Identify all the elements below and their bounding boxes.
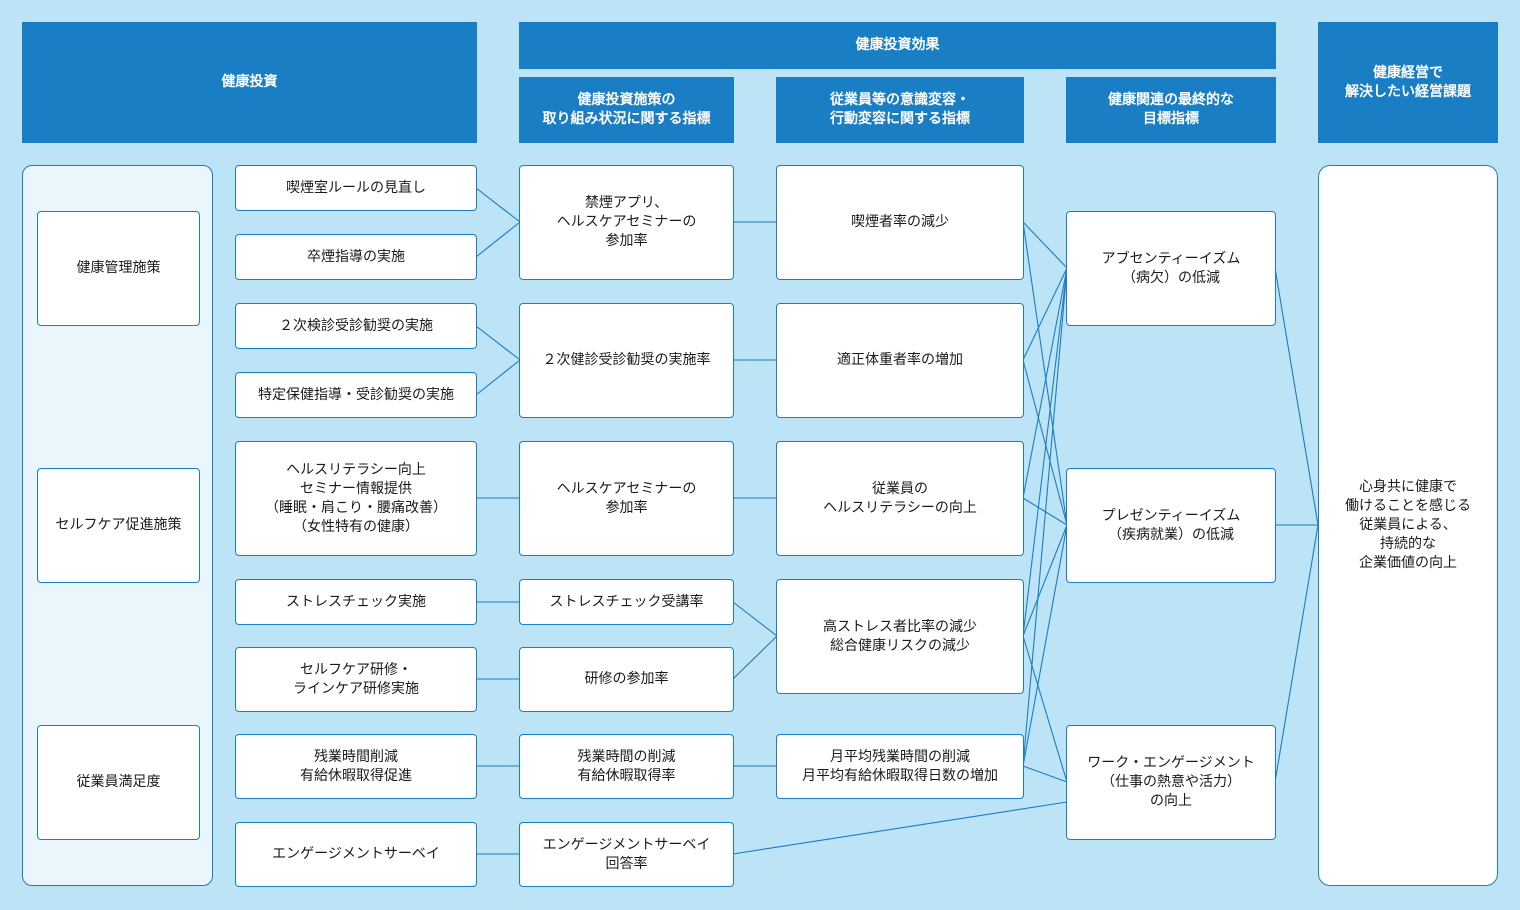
connector: [1022, 765, 1068, 783]
header-kenko-toshi: 健康投資: [22, 22, 477, 143]
connector: [1022, 267, 1068, 767]
connector: [475, 187, 521, 223]
final-goal-box: プレゼンティーイズム （疾病就業）の低減: [1066, 468, 1276, 583]
measure-box: ストレスチェック実施: [235, 579, 477, 625]
measure-box: エンゲージメントサーベイ: [235, 822, 477, 887]
header-initiative-indicators: 健康投資施策の 取り組み状況に関する指標: [519, 77, 734, 143]
final-goal-box: ワーク・エンゲージメント （仕事の熱意や活力） の向上: [1066, 725, 1276, 840]
connector: [732, 635, 778, 680]
header-final-goals: 健康関連の最終的な 目標指標: [1066, 77, 1276, 143]
behavior-indicator-box: 月平均残業時間の削減 月平均有給休暇取得日数の増加: [776, 734, 1024, 799]
connector: [1022, 267, 1068, 361]
category-employee-satisfaction: 従業員満足度: [37, 725, 200, 840]
final-goal-box: アブセンティーイズム （病欠）の低減: [1066, 211, 1276, 326]
initiative-indicator-box: 残業時間の削減 有給休暇取得率: [519, 734, 734, 799]
connector: [1022, 221, 1068, 526]
behavior-indicator-box: 高ストレス者比率の減少 総合健康リスクの減少: [776, 579, 1024, 694]
measure-box: ２次検診受診勧奨の実施: [235, 303, 477, 349]
business-issue-box: 心身共に健康で 働けることを感じる 従業員による、 持続的な 企業価値の向上: [1318, 165, 1498, 886]
connector: [732, 601, 778, 637]
connector: [732, 801, 1068, 855]
behavior-indicator-box: 従業員の ヘルスリテラシーの向上: [776, 441, 1024, 556]
connector: [1022, 635, 1068, 783]
initiative-indicator-box: エンゲージメントサーベイ 回答率: [519, 822, 734, 887]
connector: [1022, 267, 1068, 637]
connector: [1022, 221, 1068, 269]
connector: [475, 359, 521, 396]
measure-box: 特定保健指導・受診勧奨の実施: [235, 372, 477, 418]
header-business-issue: 健康経営で 解決したい経営課題: [1318, 22, 1498, 143]
measure-box: 卒煙指導の実施: [235, 234, 477, 280]
measure-box: ヘルスリテラシー向上 セミナー情報提供 （睡眠・肩こり・腰痛改善） （女性特有の…: [235, 441, 477, 556]
category-selfcare: セルフケア促進施策: [37, 468, 200, 583]
initiative-indicator-box: 禁煙アプリ、 ヘルスケアセミナーの 参加率: [519, 165, 734, 280]
measure-box: 喫煙室ルールの見直し: [235, 165, 477, 211]
connector: [475, 221, 521, 258]
connector: [1274, 267, 1319, 526]
header-behavior-indicators: 従業員等の意識変容・ 行動変容に関する指標: [776, 77, 1024, 143]
header-kenko-toshi-koka: 健康投資効果: [519, 22, 1276, 69]
initiative-indicator-box: ヘルスケアセミナーの 参加率: [519, 441, 734, 556]
initiative-indicator-box: ストレスチェック受講率: [519, 579, 734, 625]
initiative-indicator-box: ２次健診受診勧奨の実施率: [519, 303, 734, 418]
measure-box: 残業時間削減 有給休暇取得促進: [235, 734, 477, 799]
connector: [475, 325, 521, 361]
measure-box: セルフケア研修・ ラインケア研修実施: [235, 647, 477, 712]
connector: [1022, 359, 1068, 526]
initiative-indicator-box: 研修の参加率: [519, 647, 734, 712]
connector: [1022, 524, 1068, 637]
behavior-indicator-box: 喫煙者率の減少: [776, 165, 1024, 280]
category-health-management: 健康管理施策: [37, 211, 200, 326]
connector: [1022, 524, 1068, 767]
connector: [1274, 524, 1319, 783]
behavior-indicator-box: 適正体重者率の増加: [776, 303, 1024, 418]
connector: [1022, 267, 1068, 499]
